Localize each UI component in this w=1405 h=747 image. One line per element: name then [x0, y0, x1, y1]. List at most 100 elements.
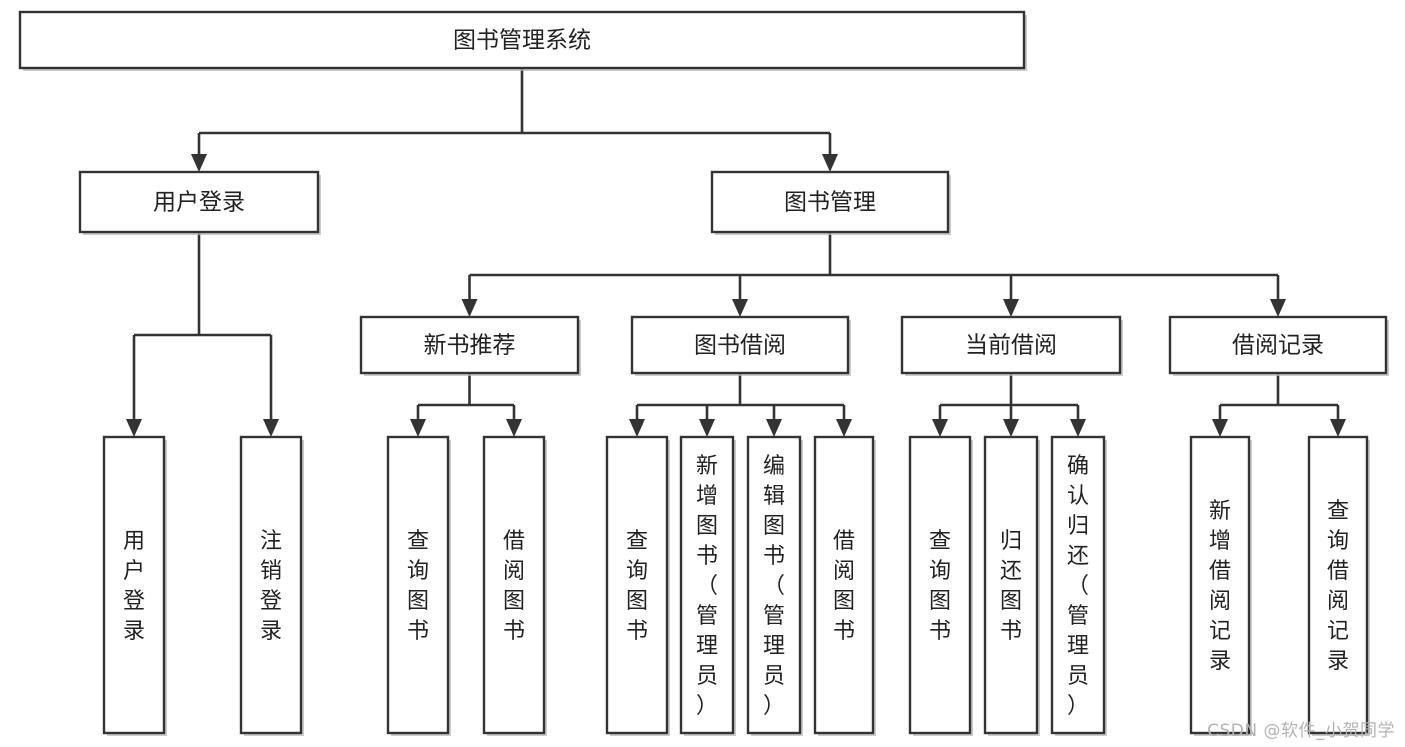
- node-label-leaf-edit-book-char-5: 管: [763, 604, 785, 629]
- node-label-leaf-edit-book-char-1: 辑: [763, 484, 785, 509]
- node-label-leaf-add-book-char-8: ）: [696, 694, 718, 719]
- node-root[interactable]: 图书管理系统: [18, 10, 1027, 71]
- node-label-book-borrow: 图书借阅: [694, 333, 786, 359]
- node-label-root: 图书管理系统: [453, 28, 591, 54]
- node-label-leaf-query-record-char-5: 录: [1327, 649, 1349, 674]
- node-label-leaf-query-book-3-char-2: 图: [929, 589, 951, 614]
- node-label-leaf-add-book-char-1: 增: [696, 484, 718, 509]
- node-label-leaf-confirm-return-char-0: 确: [1067, 454, 1089, 479]
- arrow-level3-1-head: [732, 299, 748, 317]
- node-label-leaf-confirm-return-char-1: 认: [1067, 484, 1089, 509]
- node-label-leaf-query-book-3-char-3: 书: [929, 619, 951, 644]
- node-label-leaf-edit-book-char-0: 编: [763, 454, 785, 479]
- node-label-current-borrow: 当前借阅: [965, 333, 1057, 359]
- node-label-leaf-confirm-return-char-6: 理: [1067, 634, 1089, 659]
- node-label-leaf-query-record-char-0: 查: [1327, 499, 1349, 524]
- node-label-leaf-edit-book-char-2: 图: [763, 514, 785, 539]
- node-user-login[interactable]: 用户登录: [78, 170, 321, 235]
- node-label-leaf-query-book-2-char-1: 询: [626, 559, 648, 584]
- node-current-borrow[interactable]: 当前借阅: [900, 315, 1123, 376]
- node-label-leaf-edit-book-char-6: 理: [763, 634, 785, 659]
- node-label-leaf-confirm-return-char-2: 归: [1067, 514, 1089, 539]
- node-label-leaf-borrow-book-1-char-0: 借: [503, 529, 525, 554]
- arrow-leaf-3-head: [506, 419, 522, 437]
- node-label-leaf-add-book-char-0: 新: [696, 454, 718, 479]
- node-label-leaf-query-book-1-char-2: 图: [407, 589, 429, 614]
- node-label-leaf-edit-book-char-4: （: [763, 574, 785, 599]
- arrow-level2-1-head: [822, 154, 838, 172]
- node-borrow-record[interactable]: 借阅记录: [1168, 315, 1389, 376]
- node-book-manage[interactable]: 图书管理: [710, 170, 951, 235]
- arrow-leaf-5-head: [699, 419, 715, 437]
- node-label-leaf-user-logout-char-0: 注: [260, 529, 282, 554]
- node-label-leaf-borrow-book-1-char-1: 阅: [503, 559, 525, 584]
- node-label-leaf-add-record-char-2: 借: [1209, 559, 1231, 584]
- arrow-leaf-8-head: [932, 419, 948, 437]
- watermark-text: CSDN @软件_小贺同学: [1207, 721, 1395, 741]
- arrow-level3-2-head: [1003, 299, 1019, 317]
- node-label-leaf-return-book-char-0: 归: [1000, 529, 1022, 554]
- node-book-borrow[interactable]: 图书借阅: [630, 315, 851, 376]
- arrow-level2-0-head: [191, 154, 207, 172]
- node-label-leaf-query-book-2-char-0: 查: [626, 529, 648, 554]
- node-label-leaf-user-logout-char-3: 录: [260, 619, 282, 644]
- node-label-leaf-user-login-char-3: 录: [123, 619, 145, 644]
- node-label-leaf-query-book-2-char-2: 图: [626, 589, 648, 614]
- node-label-leaf-query-book-1-char-3: 书: [407, 619, 429, 644]
- arrow-leaf-10-head: [1070, 419, 1086, 437]
- node-boxes: 图书管理系统用户登录图书管理新书推荐图书借阅当前借阅借阅记录用户登录注销登录查询…: [18, 10, 1389, 736]
- node-label-leaf-edit-book-char-8: ）: [763, 694, 785, 719]
- node-label-leaf-borrow-book-2-char-3: 书: [833, 619, 855, 644]
- node-leaf-user-login[interactable]: 用户登录: [102, 435, 167, 736]
- node-label-book-manage: 图书管理: [784, 190, 876, 216]
- node-label-leaf-add-book-char-2: 图: [696, 514, 718, 539]
- arrow-level3-0-head: [461, 299, 478, 317]
- arrow-leaf-7-head: [836, 419, 852, 437]
- node-label-leaf-query-book-1-char-1: 询: [407, 559, 429, 584]
- node-label-leaf-user-logout-char-1: 销: [260, 559, 282, 584]
- node-label-leaf-return-book-char-2: 图: [1000, 589, 1022, 614]
- node-label-new-book-recommend: 新书推荐: [424, 333, 516, 359]
- node-label-borrow-record: 借阅记录: [1232, 333, 1324, 359]
- connector-lines: [126, 68, 1346, 437]
- node-label-leaf-confirm-return-char-5: 管: [1067, 604, 1089, 629]
- node-label-leaf-query-record-char-2: 借: [1327, 559, 1349, 584]
- arrow-leaf-0-head: [126, 419, 142, 437]
- node-label-leaf-confirm-return-char-8: ）: [1067, 694, 1089, 719]
- node-label-user-login: 用户登录: [153, 190, 245, 216]
- node-label-leaf-add-book-char-5: 管: [696, 604, 718, 629]
- node-label-leaf-user-login-char-1: 户: [123, 559, 145, 584]
- node-label-leaf-add-record-char-3: 阅: [1209, 589, 1231, 614]
- arrow-leaf-11-head: [1212, 419, 1228, 437]
- node-label-leaf-return-book-char-3: 书: [1000, 619, 1022, 644]
- node-label-leaf-user-logout-char-2: 登: [260, 589, 282, 614]
- node-label-leaf-query-book-3-char-0: 查: [929, 529, 951, 554]
- node-label-leaf-add-book-char-7: 员: [696, 664, 718, 689]
- arrow-level3-3-head: [1270, 299, 1286, 317]
- node-label-leaf-query-record-char-3: 阅: [1327, 589, 1349, 614]
- arrow-leaf-12-head: [1330, 419, 1346, 437]
- node-new-book-recommend[interactable]: 新书推荐: [359, 315, 581, 376]
- node-label-leaf-confirm-return-char-7: 员: [1067, 664, 1089, 689]
- node-label-leaf-query-book-1-char-0: 查: [407, 529, 429, 554]
- node-label-leaf-user-login-char-2: 登: [123, 589, 145, 614]
- node-label-leaf-edit-book-char-7: 员: [763, 664, 785, 689]
- node-label-leaf-return-book-char-1: 还: [1000, 559, 1022, 584]
- arrow-leaf-1-head: [263, 419, 279, 437]
- node-label-leaf-query-record-char-4: 记: [1327, 619, 1349, 644]
- arrow-leaf-6-head: [766, 419, 782, 437]
